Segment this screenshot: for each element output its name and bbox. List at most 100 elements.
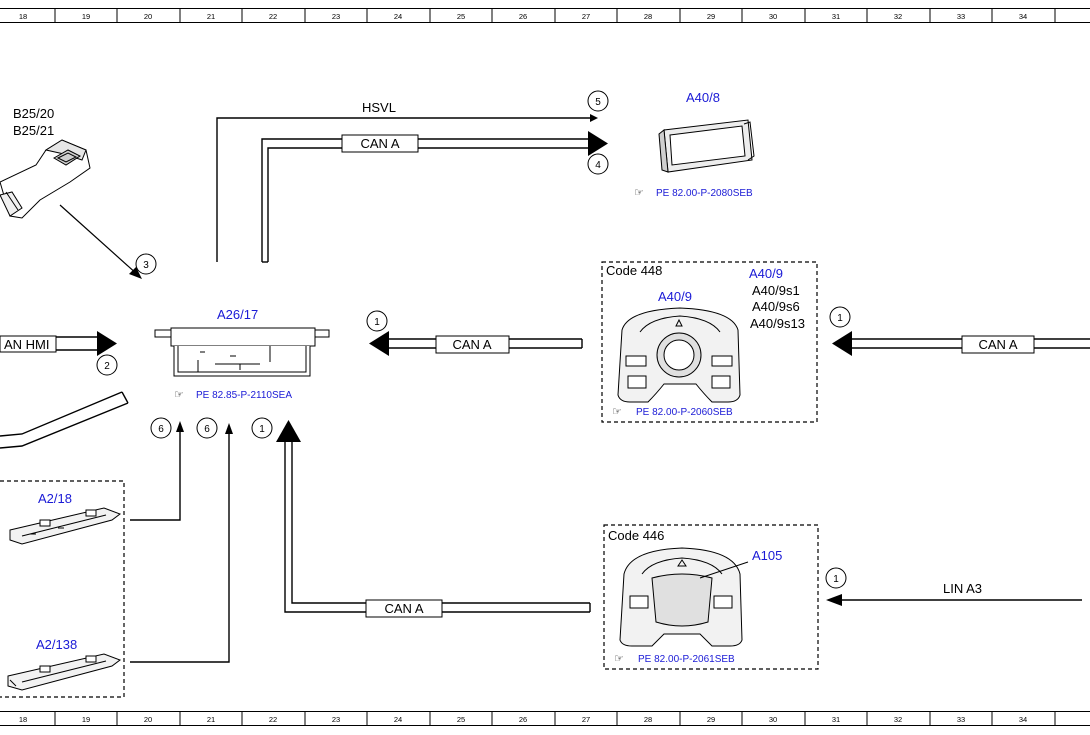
a2-18-drawing	[9, 507, 122, 545]
ruler-top-0: 18	[19, 12, 27, 21]
a105-label: A105	[752, 548, 782, 563]
ruler-top-9: 27	[582, 12, 590, 21]
a2-18-label: A2/18	[38, 491, 72, 506]
a2-group-box	[0, 480, 125, 698]
marker-5	[587, 90, 609, 112]
ruler-bottom-9: 27	[582, 715, 590, 724]
marker-1-mid-text: 1	[374, 317, 380, 328]
a26-17-label: A26/17	[217, 307, 258, 322]
left-diagonal-cable	[0, 391, 129, 449]
can-a-right-box	[961, 335, 1035, 354]
hsvl-line	[216, 117, 592, 262]
a2-18-line	[130, 430, 181, 521]
ruler-top-1: 19	[82, 12, 90, 21]
can-a-bottom-line-inner	[284, 440, 590, 613]
a2-18-arrowhead	[176, 421, 184, 432]
can-hmi-label: AN HMI	[4, 337, 50, 352]
ruler-top-5: 23	[332, 12, 340, 21]
ruler-bottom-15: 33	[957, 715, 965, 724]
marker-1-mid	[366, 310, 388, 332]
ruler-bottom-14: 32	[894, 715, 902, 724]
can-a-top-line-outer	[261, 138, 590, 262]
ruler-bottom-1: 19	[82, 715, 90, 724]
lin-a3-arrowhead	[826, 594, 842, 606]
can-hmi-arrowhead	[97, 331, 117, 356]
can-a-top-arrowhead	[588, 131, 608, 156]
a40-9s6-label: A40/9s6	[752, 299, 800, 314]
ruler-bottom-5: 23	[332, 715, 340, 724]
ruler-bottom-10: 28	[644, 715, 652, 724]
a2-138-arrowhead	[225, 423, 233, 434]
ruler-bottom-0: 18	[19, 715, 27, 724]
marker-1-lin	[825, 567, 847, 589]
arrowhead-3	[129, 267, 142, 279]
a105-controller-drawing	[619, 547, 749, 647]
ruler-bottom-2: 20	[144, 715, 152, 724]
ruler-bottom-11: 29	[707, 715, 715, 724]
code-446-box	[603, 524, 819, 670]
a40-8-label: A40/8	[686, 90, 720, 105]
a26-17-ref[interactable]: PE 82.85-P-2110SEA	[196, 390, 292, 401]
marker-1-low-text: 1	[259, 424, 265, 435]
code-448-label: Code 448	[606, 263, 662, 278]
a40-8-display-drawing	[658, 119, 755, 173]
a105-ref[interactable]: PE 82.00-P-2061SEB	[638, 654, 735, 665]
marker-4-text: 4	[595, 160, 601, 171]
can-a-top-box	[341, 134, 419, 153]
can-hmi-box	[0, 335, 57, 353]
hsvl-label: HSVL	[362, 100, 396, 115]
ruler-top-13: 31	[832, 12, 840, 21]
ruler-top-8: 26	[519, 12, 527, 21]
a40-9-device-label: A40/9	[658, 289, 692, 304]
code-448-box	[601, 261, 818, 423]
a40-9-group-label: A40/9	[749, 266, 783, 281]
marker-6a	[150, 417, 172, 439]
b25-20-label: B25/20	[13, 106, 54, 121]
can-a-top-line-inner	[267, 147, 590, 262]
marker-3-text: 3	[143, 260, 149, 271]
code-446-label: Code 446	[608, 528, 664, 543]
a40-9s13-label: A40/9s13	[750, 316, 805, 331]
can-a-bottom-box	[365, 599, 443, 618]
a2-138-label: A2/138	[36, 637, 77, 652]
a40-9-ref-icon: ☞	[612, 405, 622, 418]
ruler-top-10: 28	[644, 12, 652, 21]
ruler-top-2: 20	[144, 12, 152, 21]
ruler-top-4: 22	[269, 12, 277, 21]
can-a-mid-label: CAN A	[452, 337, 491, 352]
ruler-top-15: 33	[957, 12, 965, 21]
ruler-bottom-8: 26	[519, 715, 527, 724]
ruler-top-3: 21	[207, 12, 215, 21]
a40-9-controller-drawing	[617, 307, 741, 403]
marker-1-right	[829, 306, 851, 328]
ruler-bottom-16: 34	[1019, 715, 1027, 724]
marker-3	[135, 253, 157, 275]
marker-6b	[196, 417, 218, 439]
a105-ref-icon: ☞	[614, 652, 624, 665]
can-a-bottom-arrowhead	[276, 420, 301, 442]
ruler-top-16: 34	[1019, 12, 1027, 21]
marker-1-lin-text: 1	[833, 574, 839, 585]
bottom-ruler: 18 19 20 21 22 23 24 25 26 27 28 29 30 3…	[0, 711, 1090, 726]
a26-17-unit-drawing	[154, 327, 330, 377]
a2-138-drawing	[7, 653, 122, 691]
ruler-top-6: 24	[394, 12, 402, 21]
lin-a3-label: LIN A3	[943, 581, 982, 596]
ruler-bottom-6: 24	[394, 715, 402, 724]
can-a-bottom-label: CAN A	[384, 601, 423, 616]
hsvl-arrowhead	[590, 114, 598, 122]
marker-2-text: 2	[104, 361, 110, 372]
a40-8-ref[interactable]: PE 82.00-P-2080SEB	[656, 188, 753, 199]
a2-138-line	[130, 432, 230, 663]
marker-1-low	[251, 417, 273, 439]
ruler-bottom-4: 22	[269, 715, 277, 724]
ruler-bottom-3: 21	[207, 715, 215, 724]
marker-1-right-text: 1	[837, 313, 843, 324]
marker-5-text: 5	[595, 97, 601, 108]
ruler-top-7: 25	[457, 12, 465, 21]
a40-9-ref[interactable]: PE 82.00-P-2060SEB	[636, 407, 733, 418]
ruler-top-14: 32	[894, 12, 902, 21]
can-a-bottom-line-outer	[291, 440, 590, 604]
can-a-right-arrowhead	[832, 331, 852, 356]
